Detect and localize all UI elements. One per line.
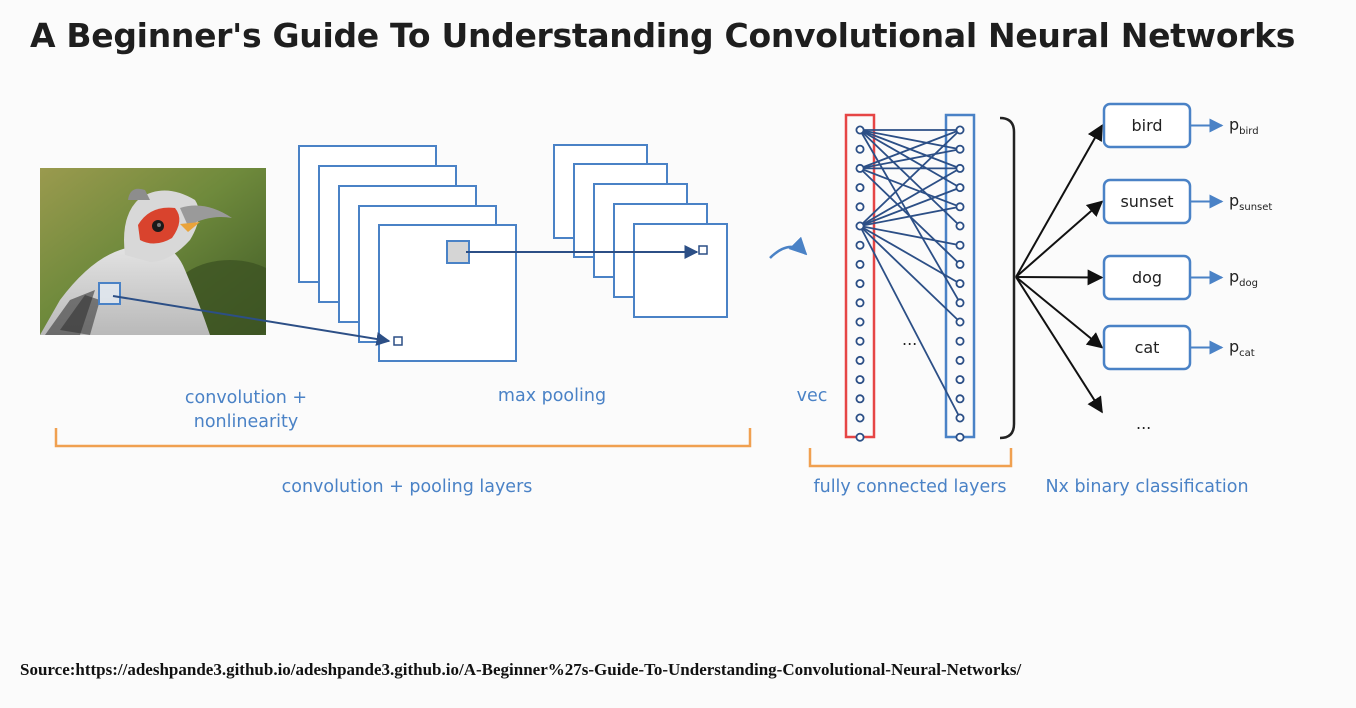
fc-node <box>955 259 965 269</box>
fc-node <box>955 125 965 135</box>
fc-node <box>855 375 865 385</box>
classification-arrow <box>1015 200 1104 278</box>
fc-node <box>955 375 965 385</box>
conv-label-line2: nonlinearity <box>194 412 298 432</box>
fc-connection-line <box>859 225 961 419</box>
fc-output-bracket <box>999 116 1016 440</box>
fc-node <box>955 394 965 404</box>
fc-node <box>855 298 865 308</box>
hidden-ellipsis: ... <box>902 330 917 349</box>
conv-label-line1: convolution + <box>185 388 307 408</box>
fc-bracket <box>808 448 1013 468</box>
classification-outputs: bird pbird sunset psunset dog pdog cat pcat <box>1102 102 1272 371</box>
class-output-sunset: sunset psunset <box>1102 178 1272 225</box>
hidden-layer-box <box>944 113 976 439</box>
fc-node <box>855 432 865 442</box>
class-output-dog: dog pdog <box>1102 254 1258 301</box>
bird-photo <box>40 168 266 335</box>
fc-node <box>855 202 865 212</box>
pool-output-pixel <box>698 245 708 255</box>
class-label: bird <box>1131 116 1162 135</box>
classification-arrow <box>1015 276 1103 414</box>
fc-connection-line <box>859 186 961 227</box>
fc-connection-line <box>859 167 961 227</box>
fc-node <box>955 336 965 346</box>
fc-node <box>955 202 965 212</box>
class-label: cat <box>1135 338 1160 357</box>
fc-node <box>955 183 965 193</box>
fc-connection-line <box>859 225 961 323</box>
fc-node <box>955 413 965 423</box>
class-output-cat: cat pcat <box>1102 324 1255 371</box>
fc-node <box>955 432 965 442</box>
fc-node <box>855 394 865 404</box>
vec-label: vec <box>797 386 828 406</box>
fc-node <box>855 240 865 250</box>
probability-label: psunset <box>1229 191 1272 213</box>
fc-node <box>955 144 965 154</box>
fc-connection-line <box>859 129 961 227</box>
fc-node <box>855 413 865 423</box>
class-output-bird: bird pbird <box>1102 102 1259 149</box>
fc-node <box>855 355 865 365</box>
probability-label: pbird <box>1229 115 1259 137</box>
fc-node <box>955 298 965 308</box>
classification-arrow <box>1015 124 1103 278</box>
fc-connection-line <box>859 167 961 208</box>
fc-node <box>855 163 865 173</box>
conv-output-pixel <box>393 336 403 346</box>
fc-connection-line <box>859 225 961 285</box>
fc-layers-label: fully connected layers <box>813 477 1006 497</box>
class-label: sunset <box>1120 192 1173 211</box>
fc-node <box>855 317 865 327</box>
classification-arrow <box>1015 269 1104 286</box>
fc-nodes <box>855 125 965 442</box>
classification-arrows <box>1015 124 1104 414</box>
fc-connection-line <box>859 148 961 170</box>
fc-node <box>855 336 865 346</box>
probability-label: pcat <box>1229 337 1255 359</box>
fc-node <box>955 221 965 231</box>
fc-node <box>855 183 865 193</box>
fc-connection-line <box>859 129 961 170</box>
receptive-field-marker <box>98 282 121 305</box>
fc-node <box>955 240 965 250</box>
pooling-window-marker <box>446 240 470 264</box>
class-ellipsis: ... <box>1136 414 1151 433</box>
conv-feature-maps <box>298 145 517 362</box>
conv-pool-bracket <box>54 428 752 448</box>
class-label: dog <box>1132 268 1162 287</box>
fc-node <box>955 163 965 173</box>
fc-node <box>855 279 865 289</box>
flatten-arrow <box>769 236 808 259</box>
classification-arrow <box>1015 276 1104 349</box>
fc-node <box>855 144 865 154</box>
fc-connection-line <box>859 205 961 227</box>
pooling-feature-maps <box>553 144 728 318</box>
fc-node <box>855 125 865 135</box>
fc-connection-line <box>859 225 961 247</box>
fc-node <box>955 279 965 289</box>
conv-pool-layers-label: convolution + pooling layers <box>282 477 533 497</box>
probability-label: pdog <box>1229 267 1258 289</box>
max-pooling-label: max pooling <box>498 386 606 406</box>
photo-to-conv-arrow <box>112 295 391 346</box>
fc-node <box>855 259 865 269</box>
vector-layer-box <box>844 113 876 439</box>
fc-node <box>955 355 965 365</box>
page-title: A Beginner's Guide To Understanding Conv… <box>30 16 1296 55</box>
source-citation: Source:https://adeshpande3.github.io/ade… <box>20 660 1022 679</box>
fc-node <box>855 221 865 231</box>
binary-classification-label: Nx binary classification <box>1045 477 1248 497</box>
fc-connections <box>859 129 961 419</box>
fc-node <box>955 317 965 327</box>
